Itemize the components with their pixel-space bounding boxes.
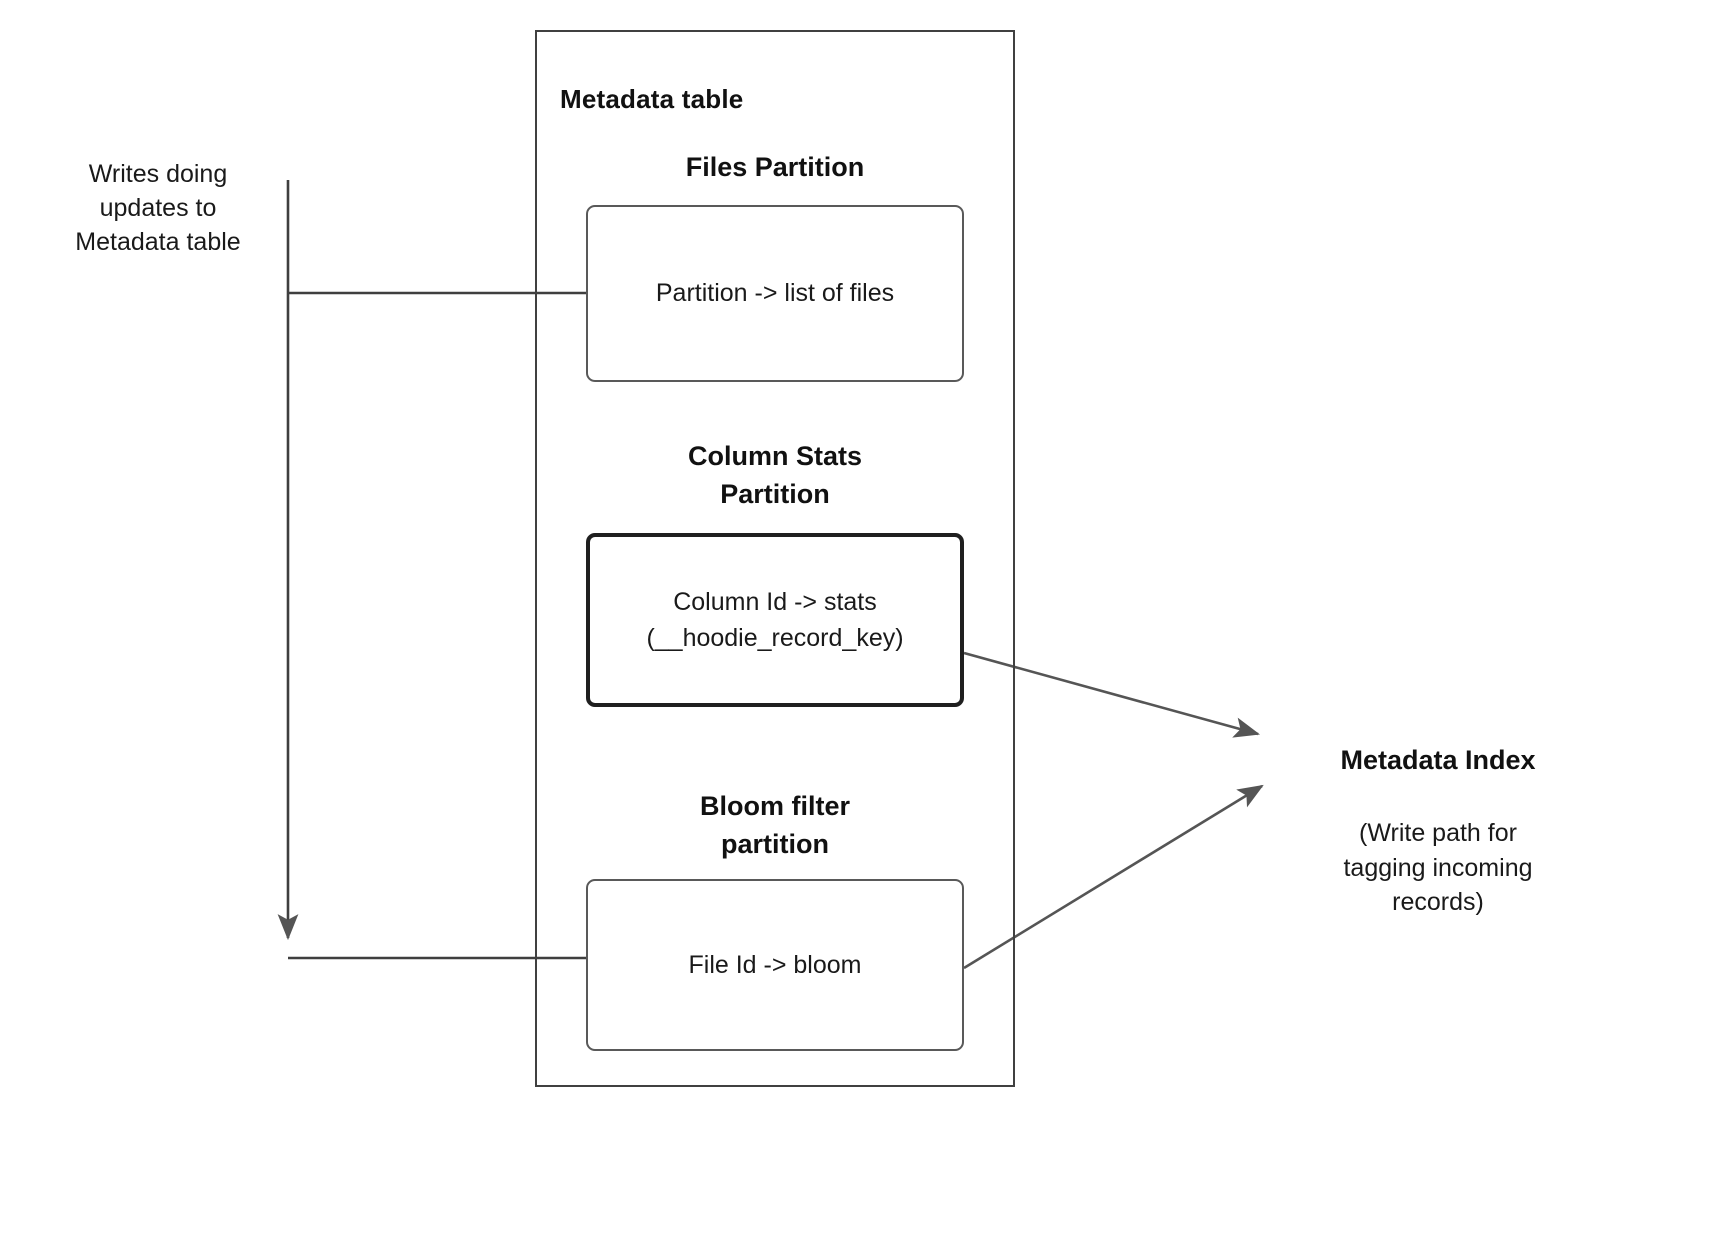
- writes-annotation-label: Writes doing updates to Metadata table: [75, 160, 241, 256]
- bloom-filter-partition-box[interactable]: File Id -> bloom: [586, 879, 964, 1051]
- files-partition-box-text: Partition -> list of files: [655, 279, 895, 308]
- column-stats-partition-box-text: Column Id -> stats (__hoodie_record_key): [646, 587, 904, 652]
- metadata-table-container: [535, 30, 1015, 1087]
- bloom-filter-partition-heading: Bloom filter partition: [699, 791, 850, 860]
- metadata-table-title: Metadata table: [560, 84, 744, 114]
- files-partition-heading: Files Partition: [685, 152, 865, 182]
- bloom-filter-partition-box-text: File Id -> bloom: [688, 950, 862, 979]
- column-stats-partition-heading: Column Stats Partition: [687, 441, 862, 510]
- metadata-index-caption: (Write path for tagging incoming records…: [1343, 819, 1533, 916]
- column-stats-partition-box[interactable]: Column Id -> stats (__hoodie_record_key): [586, 533, 964, 707]
- metadata-index-title: Metadata Index: [1340, 745, 1536, 775]
- files-partition-box[interactable]: Partition -> list of files: [586, 205, 964, 382]
